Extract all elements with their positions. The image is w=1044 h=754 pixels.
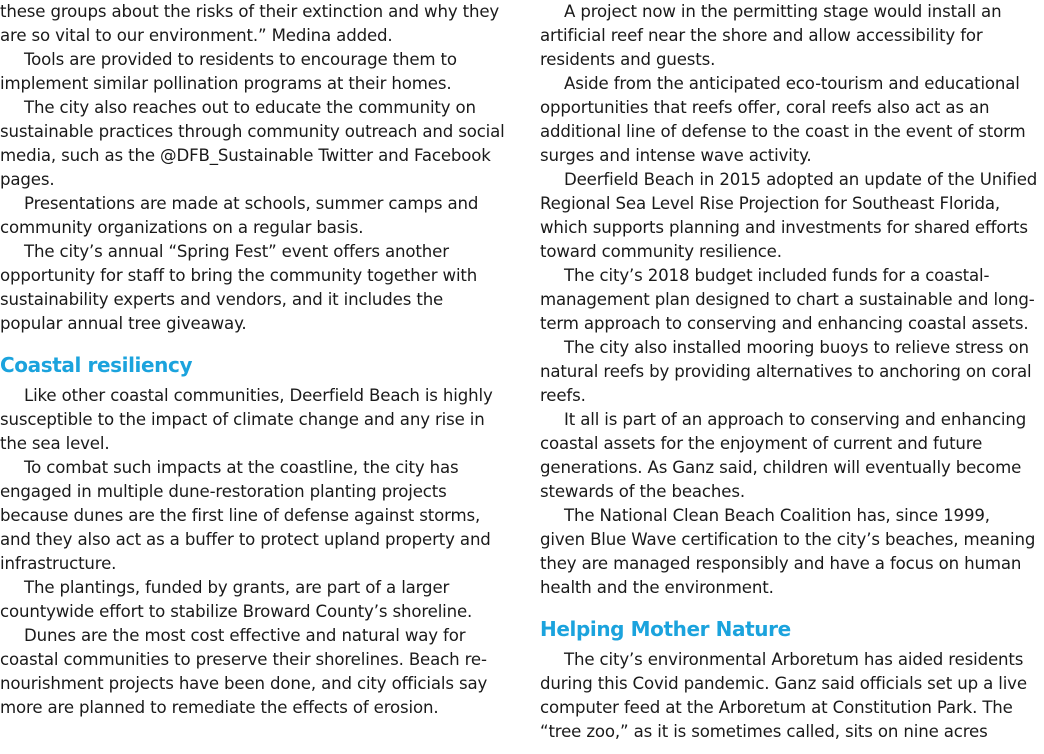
paragraph: The city also reaches out to educate the… bbox=[0, 98, 505, 189]
paragraph: It all is part of an approach to conserv… bbox=[540, 410, 1027, 501]
paragraph: The city’s 2018 budget included funds fo… bbox=[540, 266, 1035, 333]
paragraph: The National Clean Beach Coalition has, … bbox=[540, 506, 1036, 597]
paragraph: To combat such impacts at the coastline,… bbox=[0, 458, 491, 573]
paragraph: The city’s environmental Arboretum has a… bbox=[540, 650, 1027, 741]
paragraph: Dunes are the most cost effective and na… bbox=[0, 626, 488, 717]
paragraph: The city’s annual “Spring Fest” event of… bbox=[0, 242, 478, 333]
left-column: these groups about the risks of their ex… bbox=[0, 0, 508, 720]
paragraph: Presentations are made at schools, summe… bbox=[0, 194, 479, 237]
paragraph: A project now in the permitting stage wo… bbox=[540, 2, 1002, 69]
right-column: A project now in the permitting stage wo… bbox=[540, 0, 1038, 744]
paragraph: Aside from the anticipated eco-tourism a… bbox=[540, 74, 1026, 165]
paragraph: Tools are provided to residents to encou… bbox=[0, 50, 457, 93]
section-heading-coastal-resiliency: Coastal resiliency bbox=[0, 353, 193, 377]
section-heading-helping-mother-nature: Helping Mother Nature bbox=[540, 617, 791, 641]
paragraph: Deerfield Beach in 2015 adopted an updat… bbox=[540, 170, 1038, 261]
paragraph: Like other coastal communities, Deerfiel… bbox=[0, 386, 493, 453]
paragraph: The city also installed mooring buoys to… bbox=[540, 338, 1032, 405]
paragraph: The plantings, funded by grants, are par… bbox=[0, 578, 473, 621]
paragraph: these groups about the risks of their ex… bbox=[0, 2, 500, 45]
